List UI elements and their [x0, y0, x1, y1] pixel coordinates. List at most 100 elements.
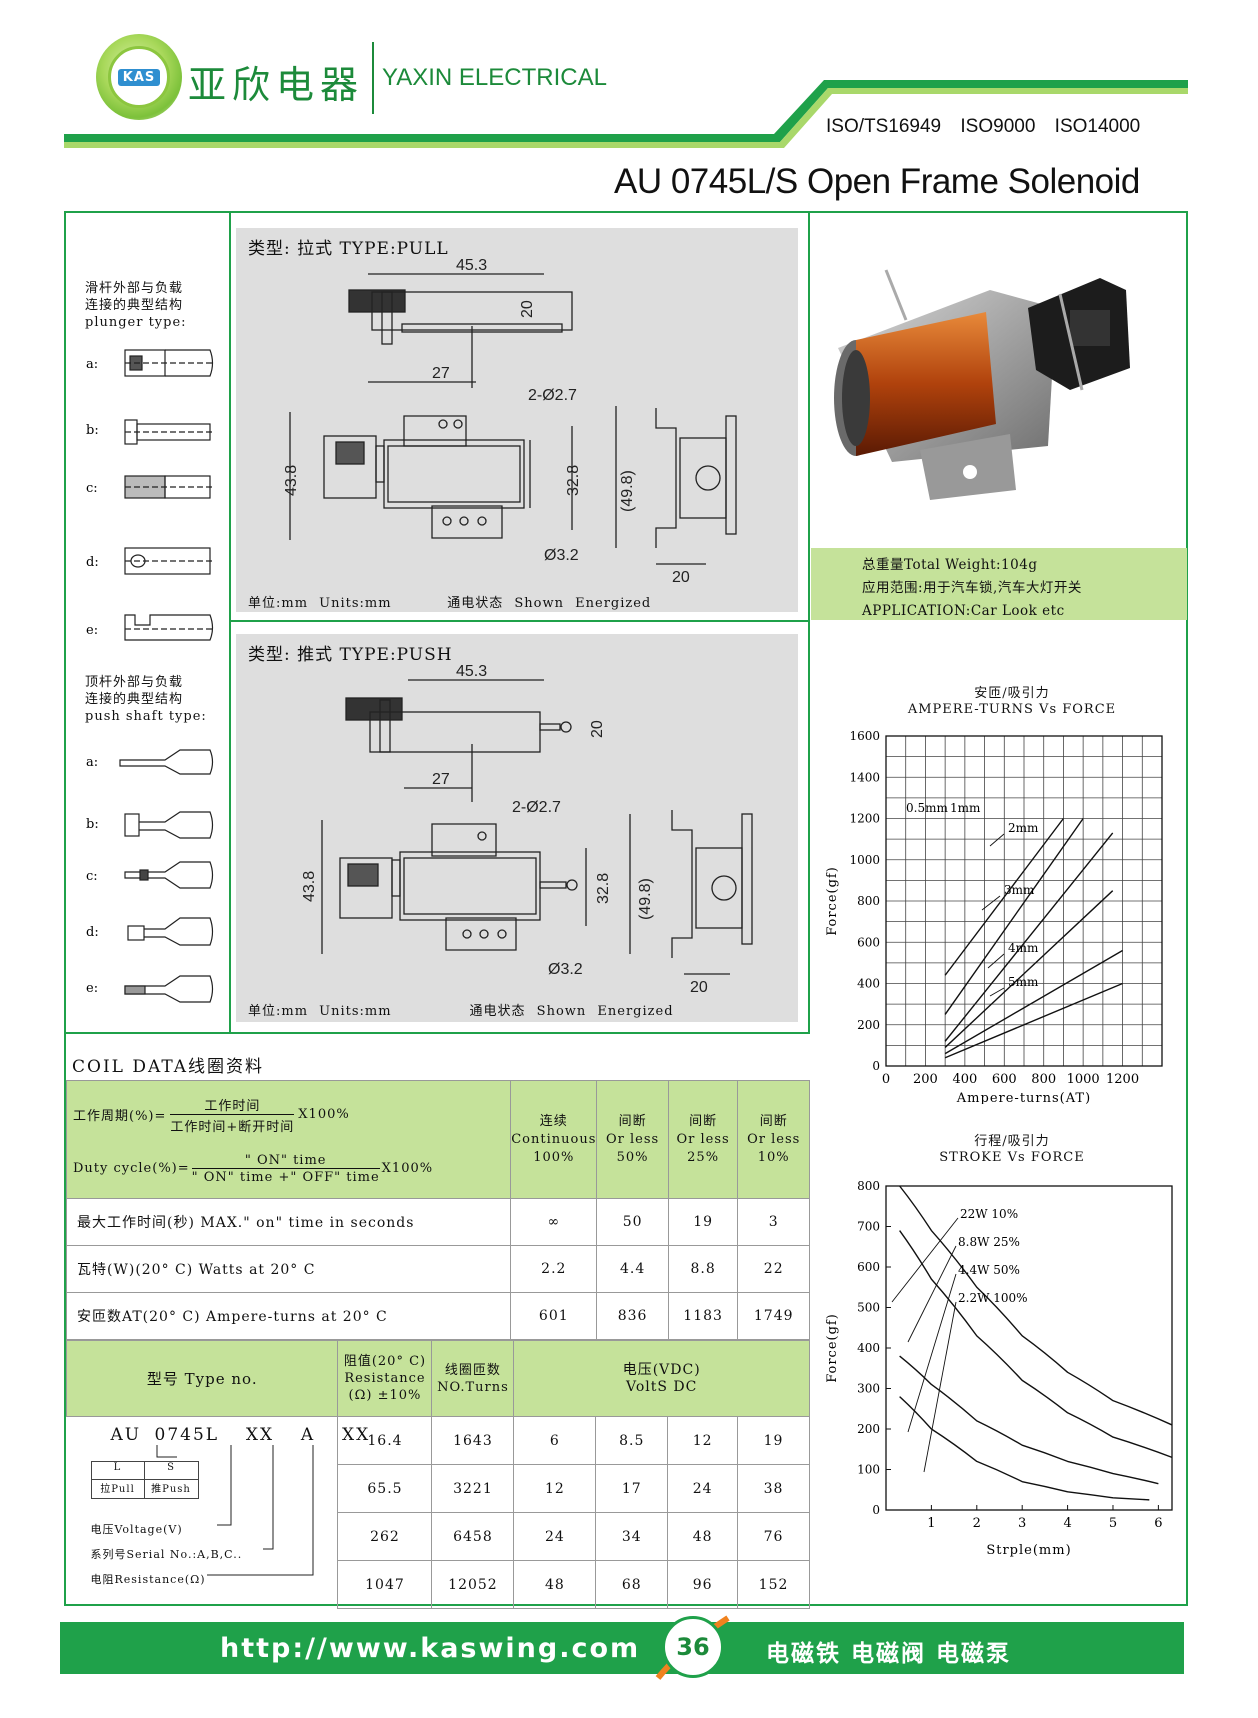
- key-serial: 系列号Serial No.:A,B,C..: [90, 1548, 243, 1561]
- footer-products: 电磁铁 电磁阀 电磁泵: [766, 1641, 1012, 1667]
- coil-model-table: 型号 Type no. 阻值(20° C)Resistance(Ω) ±10% …: [65, 1340, 810, 1609]
- chart-ytick-label: 1200: [849, 812, 880, 826]
- chart-series-line: [944, 890, 1114, 1048]
- drawing-column-divider: [808, 212, 810, 1034]
- usage-cn: 应用范围:用于汽车锁,汽车大灯开关: [862, 580, 1082, 596]
- page-number: 36: [676, 1633, 710, 1661]
- chart-ylabel: Force(gf): [825, 866, 840, 936]
- chart2-title-block: 行程/吸引力 STROKE Vs FORCE: [862, 1134, 1162, 1166]
- chart-xtick-label: 600: [992, 1072, 1017, 1087]
- duty-cn-label: 工作周期(%)=: [73, 1109, 167, 1124]
- pull-dim-width: 45.3: [456, 257, 487, 274]
- push-shaft-item-a: a:: [86, 755, 98, 770]
- chart-ytick-label: 600: [857, 935, 880, 949]
- chart-series-label: 22W 10%: [960, 1207, 1018, 1221]
- chart-series-line: [944, 949, 1123, 1055]
- chart-series-label: 2.2W 100%: [958, 1291, 1028, 1305]
- total-weight: 总重量Total Weight:104g: [862, 557, 1038, 573]
- push-shaft-item-d: d:: [86, 925, 99, 940]
- chart-series-label: 3mm: [1004, 883, 1035, 897]
- chart-series-line: [944, 818, 1084, 1015]
- push-dim-width: 45.3: [456, 663, 487, 680]
- type-code: AU 0745L XX A XX: [110, 1425, 371, 1445]
- push-dim-hole: Ø3.2: [548, 961, 583, 978]
- duty-en-label: Duty cycle(%)=: [73, 1161, 190, 1176]
- pull-dim-height: 20: [519, 300, 536, 318]
- chart-ytick-label: 800: [857, 894, 880, 908]
- push-shaft-title-cn-2: 连接的典型结构: [85, 692, 184, 707]
- chart-series-label: 5mm: [1008, 975, 1039, 989]
- brand-divider: [372, 42, 374, 114]
- push-shaft-item-e: e:: [86, 981, 98, 996]
- chart-xtick-label: 1: [927, 1516, 935, 1531]
- push-shaft-item-c: c:: [86, 869, 98, 884]
- chart-series-label: 1mm: [950, 801, 981, 815]
- chart-ytick-label: 400: [857, 977, 880, 991]
- chart-series-label: 8.8W 25%: [958, 1235, 1020, 1249]
- chart-label-leader: [923, 1301, 957, 1473]
- application: APPLICATION:Car Look etc: [862, 603, 1065, 619]
- push-dim-depth: 20: [690, 979, 708, 996]
- spec-panel: [811, 548, 1187, 620]
- website-link[interactable]: http://www.kaswing.com: [220, 1633, 641, 1664]
- chart-ylabel: Force(gf): [825, 1313, 840, 1383]
- coil-data-title: COIL DATA线圈资料: [72, 1057, 265, 1077]
- chart-label-leader: [907, 1273, 957, 1433]
- push-type-label: 类型: 推式 TYPE:PUSH: [248, 645, 453, 665]
- spec-text: 总重量Total Weight:104g 应用范围:用于汽车锁,汽车大灯开关 A…: [862, 554, 1082, 623]
- chart-series-label: 4.4W 50%: [958, 1263, 1020, 1277]
- push-state: 通电状态 Shown Energized: [469, 1004, 674, 1019]
- pull-dim-length: 43.8: [283, 465, 300, 496]
- chart-ytick-label: 300: [857, 1382, 880, 1396]
- chart-series-line: [944, 818, 1064, 976]
- duty-cn-multiplier: X100%: [298, 1107, 350, 1122]
- chart-ytick-label: 200: [857, 1018, 880, 1032]
- push-dim-body: 32.8: [595, 873, 612, 904]
- chart-ytick-label: 800: [857, 1179, 880, 1193]
- push-dim-overall: (49.8): [637, 878, 654, 920]
- pull-state: 通电状态 Shown Energized: [447, 596, 652, 611]
- chart-label-leader: [981, 895, 1001, 911]
- brand-name-en: YAXIN ELECTRICAL: [382, 64, 607, 91]
- chart-xtick-label: 2: [973, 1516, 981, 1531]
- page-title: AU 0745L/S Open Frame Solenoid: [614, 162, 1140, 201]
- pull-footer: 单位:mm Units:mm 通电状态 Shown Energized: [248, 592, 651, 611]
- chart-series-line: [899, 1230, 1173, 1459]
- coil-top-divider: [65, 1032, 810, 1034]
- chart-ytick-label: 0: [872, 1059, 880, 1073]
- chart-series-line: [899, 1185, 1173, 1426]
- duty-cn-numerator: 工作时间: [204, 1098, 261, 1114]
- logo-text: KAS: [117, 68, 161, 86]
- header-stripe: [64, 80, 1188, 148]
- push-shaft-item-b: b:: [86, 817, 99, 832]
- chart-series-line: [899, 1355, 1159, 1485]
- chart1-title: AMPERE-TURNS Vs FORCE: [907, 702, 1117, 717]
- push-shaft-type-heading: 顶杆外部与负载 连接的典型结构 push shaft type:: [85, 674, 207, 725]
- chart2-title-cn: 行程/吸引力: [974, 1134, 1050, 1149]
- chart-ytick-label: 1000: [849, 853, 880, 867]
- pull-dim-hole: Ø3.2: [544, 547, 579, 564]
- chart-xtick-label: 4: [1063, 1516, 1071, 1531]
- type-code-cell: AU 0745L XX A XX L S 拉Pull 推Push 电压Volta…: [66, 1416, 368, 1609]
- chart-ytick-label: 500: [857, 1301, 880, 1315]
- chart-xtick-label: 1200: [1106, 1072, 1139, 1087]
- pull-dim-offset: 27: [432, 365, 450, 382]
- push-shaft-type-diagrams: a: b: c: d: e:: [86, 749, 214, 1003]
- chart-series-label: 2mm: [1008, 821, 1039, 835]
- chart-series-label: 0.5mm: [906, 801, 948, 815]
- chart-ytick-label: 0: [872, 1503, 880, 1517]
- chart-xlabel: Ampere-turns(AT): [956, 1091, 1091, 1104]
- plunger-item-e: e:: [86, 623, 98, 638]
- push-shaft-title-en: push shaft type:: [85, 709, 207, 724]
- chart-label-leader: [907, 1245, 957, 1343]
- pull-dim-mount-holes: 2-Ø2.7: [528, 387, 577, 404]
- push-dim-offset: 27: [432, 771, 450, 788]
- chart1-title-cn: 安匝/吸引力: [974, 686, 1050, 701]
